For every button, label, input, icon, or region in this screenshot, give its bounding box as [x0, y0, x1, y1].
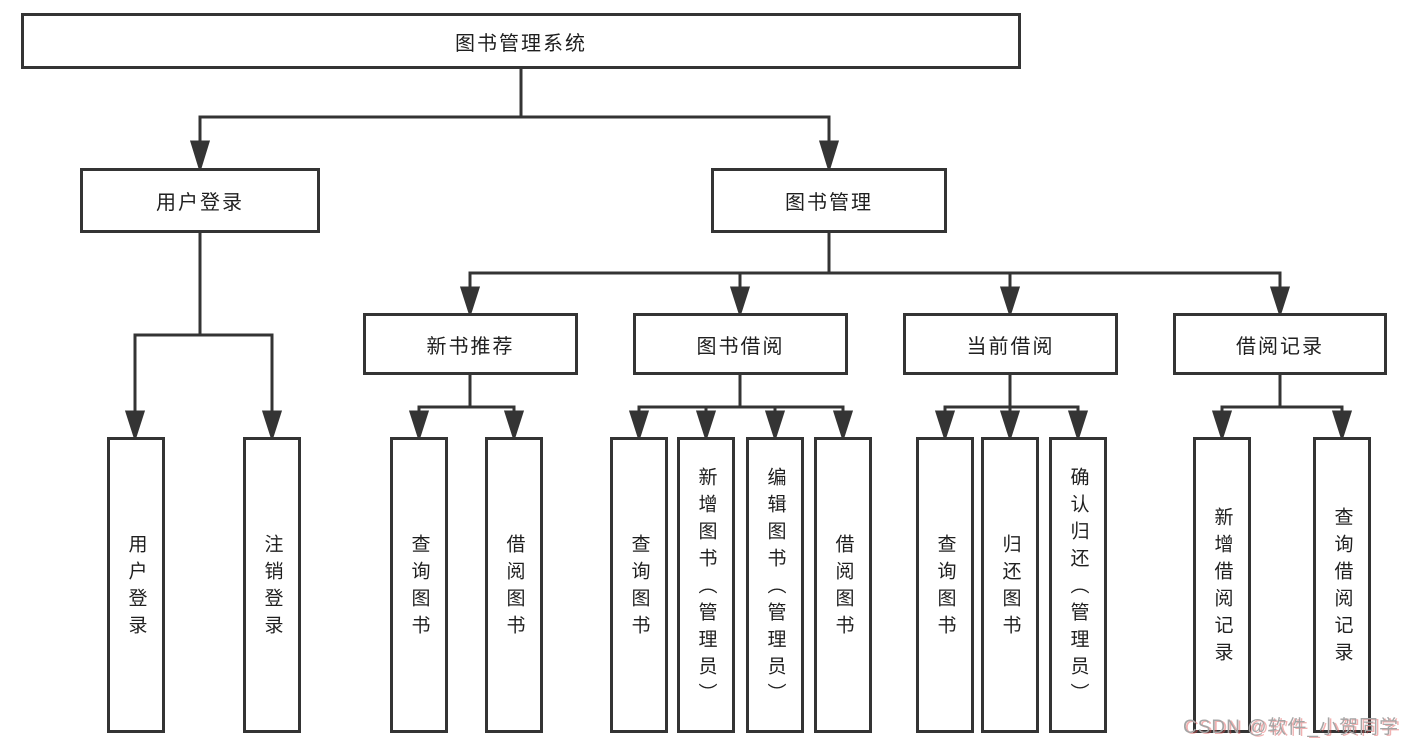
arrowhead-icon: [818, 140, 840, 174]
arrowhead-icon: [1331, 410, 1353, 442]
leaf-query-books-current: 查询图书: [916, 437, 974, 733]
leaf-confirm-return-admin: 确认归还（管理员）: [1049, 437, 1107, 733]
connector-new-book-recommend-children: [408, 375, 525, 442]
arrowhead-icon: [764, 410, 786, 442]
leaf-query-books-recommend: 查询图书: [390, 437, 448, 733]
arrowhead-icon: [1269, 286, 1291, 318]
leaf-query-borrow-record: 查询借阅记录: [1313, 437, 1371, 733]
arrowhead-icon: [999, 286, 1021, 318]
node-borrow-records: 借阅记录: [1173, 313, 1387, 375]
node-root: 图书管理系统: [21, 13, 1021, 69]
arrowhead-icon: [1067, 410, 1089, 442]
arrowhead-icon: [261, 410, 283, 442]
connector-book-management-to-level3: [459, 233, 1291, 318]
connector-user-login-children: [124, 233, 283, 442]
arrowhead-icon: [729, 286, 751, 318]
csdn-watermark: CSDN @软件_小贺同学: [1183, 717, 1399, 738]
node-current-borrowing: 当前借阅: [903, 313, 1118, 375]
node-book-borrowing: 图书借阅: [633, 313, 848, 375]
connector-borrow-records-children: [1211, 375, 1353, 442]
arrowhead-icon: [503, 410, 525, 442]
arrowhead-icon: [628, 410, 650, 442]
leaf-add-borrow-record: 新增借阅记录: [1193, 437, 1251, 733]
arrowhead-icon: [695, 410, 717, 442]
leaf-return-books: 归还图书: [981, 437, 1039, 733]
connector-root-to-level2: [189, 69, 840, 174]
node-book-management: 图书管理: [711, 168, 947, 233]
arrowhead-icon: [459, 286, 481, 318]
arrowhead-icon: [832, 410, 854, 442]
arrowhead-icon: [999, 410, 1021, 442]
connector-current-borrowing-children: [934, 375, 1089, 442]
arrowhead-icon: [124, 410, 146, 442]
leaf-borrow-books-recommend: 借阅图书: [485, 437, 543, 733]
arrowhead-icon: [934, 410, 956, 442]
node-user-login: 用户登录: [80, 168, 320, 233]
leaf-add-books-admin: 新增图书（管理员）: [677, 437, 735, 733]
node-new-book-recommend: 新书推荐: [363, 313, 578, 375]
arrowhead-icon: [408, 410, 430, 442]
leaf-borrow-books: 借阅图书: [814, 437, 872, 733]
connector-book-borrowing-children: [628, 375, 854, 442]
leaf-query-books-borrowing: 查询图书: [610, 437, 668, 733]
arrowhead-icon: [189, 140, 211, 174]
arrowhead-icon: [1211, 410, 1233, 442]
leaf-user-login: 用户登录: [107, 437, 165, 733]
leaf-edit-books-admin: 编辑图书（管理员）: [746, 437, 804, 733]
leaf-logout: 注销登录: [243, 437, 301, 733]
